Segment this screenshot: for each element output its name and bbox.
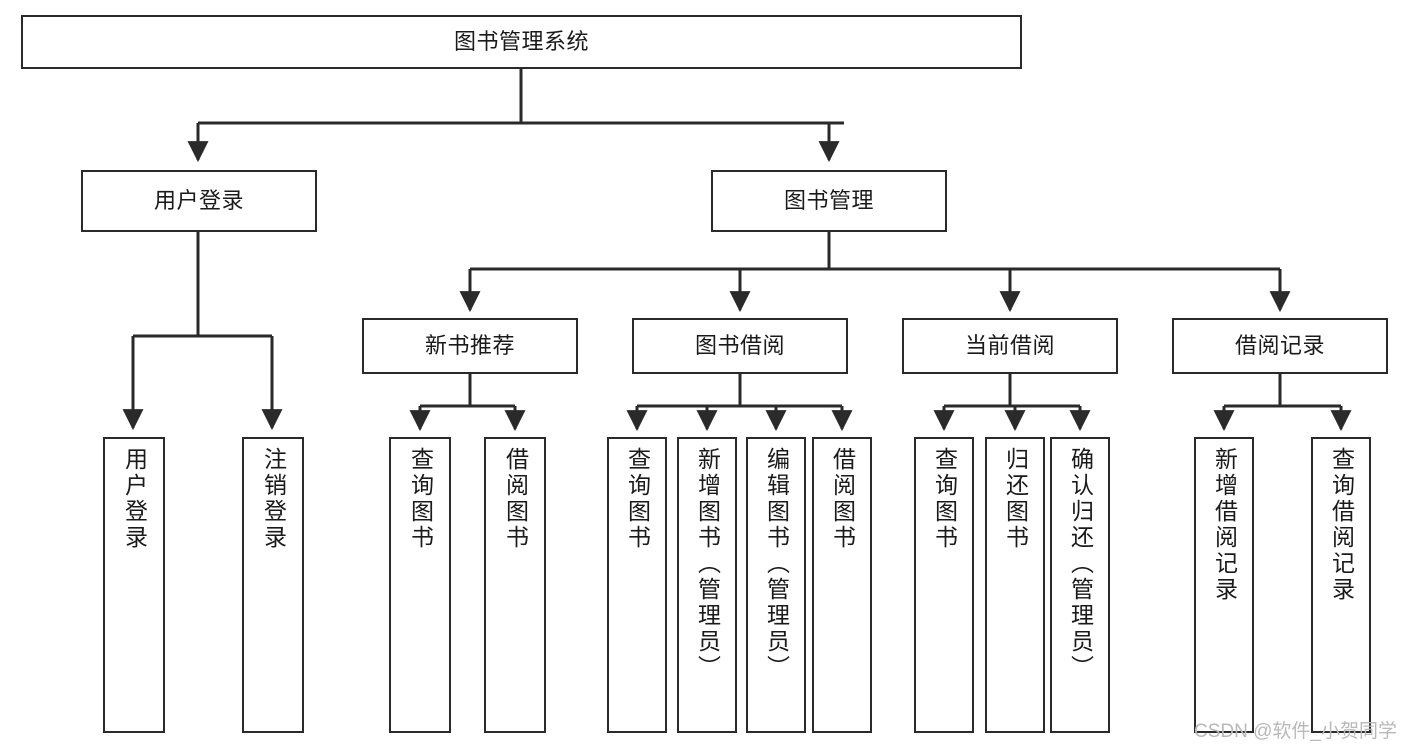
node-leaf-edit-book-admin-label: 编辑图书（管理员）	[763, 447, 790, 681]
node-leaf-add-borrow-record-label: 新增借阅记录	[1211, 447, 1238, 603]
node-leaf-user-logout[interactable]: 注销登录	[242, 437, 304, 733]
node-book-borrow-label: 图书借阅	[694, 333, 785, 359]
node-leaf-borrow-book-1[interactable]: 借阅图书	[484, 437, 546, 733]
node-leaf-return-book-label: 归还图书	[1002, 447, 1029, 551]
node-leaf-return-book[interactable]: 归还图书	[985, 437, 1045, 733]
node-leaf-query-book-3-label: 查询图书	[931, 447, 958, 551]
node-leaf-add-book-admin-label: 新增图书（管理员）	[694, 447, 721, 681]
node-root-label: 图书管理系统	[453, 29, 589, 55]
node-book-manage[interactable]: 图书管理	[711, 170, 947, 232]
node-new-book-recommend-label: 新书推荐	[424, 333, 515, 359]
node-leaf-query-book-1[interactable]: 查询图书	[389, 437, 451, 733]
node-borrow-record[interactable]: 借阅记录	[1172, 318, 1388, 374]
node-leaf-confirm-return-admin-label: 确认归还（管理员）	[1067, 447, 1094, 681]
node-leaf-borrow-book-2[interactable]: 借阅图书	[812, 437, 872, 733]
node-leaf-confirm-return-admin[interactable]: 确认归还（管理员）	[1050, 437, 1110, 733]
node-leaf-add-book-admin[interactable]: 新增图书（管理员）	[677, 437, 737, 733]
node-leaf-add-borrow-record[interactable]: 新增借阅记录	[1194, 437, 1254, 733]
node-book-borrow[interactable]: 图书借阅	[632, 318, 848, 374]
node-leaf-edit-book-admin[interactable]: 编辑图书（管理员）	[746, 437, 806, 733]
node-root[interactable]: 图书管理系统	[21, 15, 1022, 69]
node-leaf-query-book-3[interactable]: 查询图书	[914, 437, 974, 733]
node-leaf-query-book-2-label: 查询图书	[624, 447, 651, 551]
node-leaf-user-logout-label: 注销登录	[260, 447, 287, 551]
node-current-borrow-label: 当前借阅	[964, 333, 1055, 359]
node-borrow-record-label: 借阅记录	[1234, 333, 1325, 359]
node-leaf-user-login[interactable]: 用户登录	[103, 437, 165, 733]
node-current-borrow[interactable]: 当前借阅	[902, 318, 1118, 374]
node-leaf-borrow-book-2-label: 借阅图书	[829, 447, 856, 551]
node-book-manage-label: 图书管理	[783, 188, 874, 214]
node-leaf-borrow-book-1-label: 借阅图书	[502, 447, 529, 551]
node-leaf-query-book-2[interactable]: 查询图书	[607, 437, 667, 733]
node-user-login[interactable]: 用户登录	[81, 170, 317, 232]
node-leaf-user-login-label: 用户登录	[121, 447, 148, 551]
node-user-login-label: 用户登录	[153, 188, 244, 214]
node-leaf-query-borrow-record-label: 查询借阅记录	[1328, 447, 1355, 603]
node-new-book-recommend[interactable]: 新书推荐	[362, 318, 578, 374]
node-leaf-query-borrow-record[interactable]: 查询借阅记录	[1311, 437, 1371, 733]
node-leaf-query-book-1-label: 查询图书	[407, 447, 434, 551]
